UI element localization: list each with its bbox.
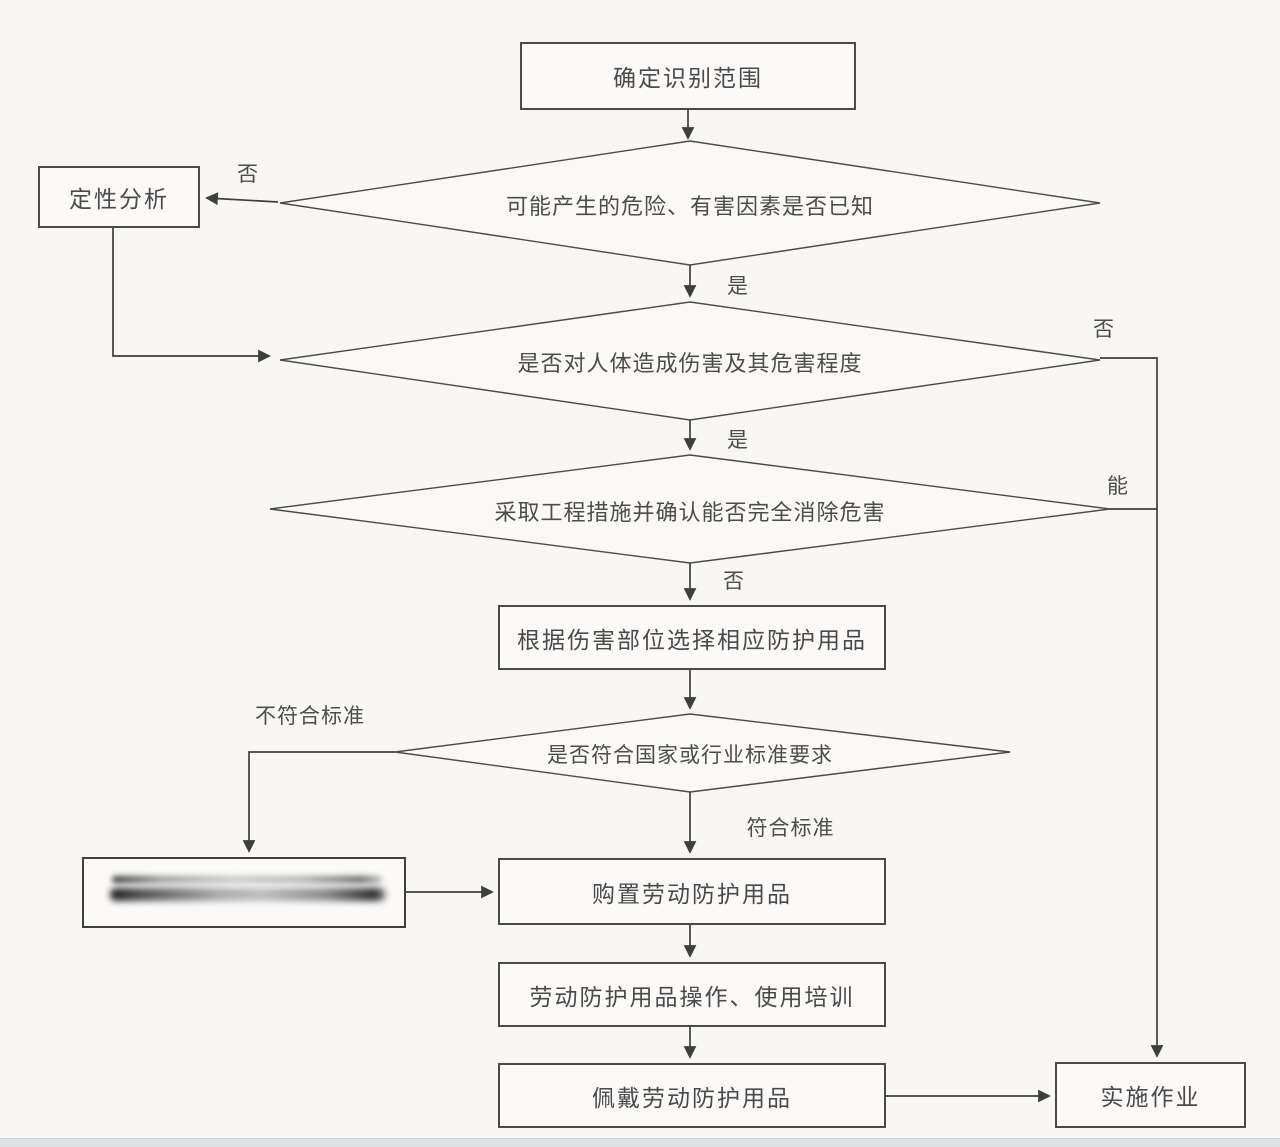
node-purchase-ppe: 购置劳动防护用品 xyxy=(498,858,886,925)
decision-standard-label: 是否符合国家或行业标准要求 xyxy=(547,743,833,767)
redacted-smudge-top xyxy=(112,876,382,883)
edge-label-eliminate-can: 能 xyxy=(1107,474,1129,498)
node-redacted xyxy=(82,857,406,928)
node-training-label: 劳动防护用品操作、使用培训 xyxy=(529,984,855,1011)
node-training: 劳动防护用品操作、使用培训 xyxy=(498,962,886,1027)
node-select-ppe-label: 根据伤害部位选择相应防护用品 xyxy=(517,627,867,654)
edge-label-standard-not-met: 不符合标准 xyxy=(255,704,365,728)
node-implement-work-label: 实施作业 xyxy=(1100,1085,1201,1111)
edge-label-harm-yes: 是 xyxy=(727,428,749,452)
decision-known-label: 可能产生的危险、有害因素是否已知 xyxy=(505,195,874,220)
decision-eliminate-label: 采取工程措施并确认能否完全消除危害 xyxy=(494,501,886,526)
node-qualitative-analysis-label: 定性分析 xyxy=(69,187,169,213)
node-purchase-ppe-label: 购置劳动防护用品 xyxy=(592,881,792,908)
node-start-label: 确定识别范围 xyxy=(613,66,763,92)
page-bottom-strip xyxy=(0,1138,1280,1147)
edge-standard-not-met-to-redacted xyxy=(242,751,395,853)
edge-label-eliminate-no: 否 xyxy=(723,569,745,593)
edge-known-to-qualitative xyxy=(205,192,279,205)
node-implement-work: 实施作业 xyxy=(1055,1062,1246,1128)
edge-label-standard-met: 符合标准 xyxy=(746,816,835,840)
node-qualitative-analysis: 定性分析 xyxy=(38,166,200,228)
node-wear-ppe: 佩戴劳动防护用品 xyxy=(498,1063,886,1128)
decision-harm-label: 是否对人体造成伤害及其危害程度 xyxy=(517,352,863,377)
edge-label-known-yes: 是 xyxy=(727,274,749,298)
node-select-ppe: 根据伤害部位选择相应防护用品 xyxy=(498,605,886,670)
edge-harm-no-to-implement xyxy=(1100,357,1164,1058)
node-start: 确定识别范围 xyxy=(520,42,856,110)
edge-label-known-no: 否 xyxy=(237,162,259,186)
redacted-smudge-bottom xyxy=(110,888,386,901)
edge-qualitative-to-harm xyxy=(112,228,271,363)
edge-label-harm-no: 否 xyxy=(1093,317,1115,341)
node-wear-ppe-label: 佩戴劳动防护用品 xyxy=(592,1085,792,1112)
